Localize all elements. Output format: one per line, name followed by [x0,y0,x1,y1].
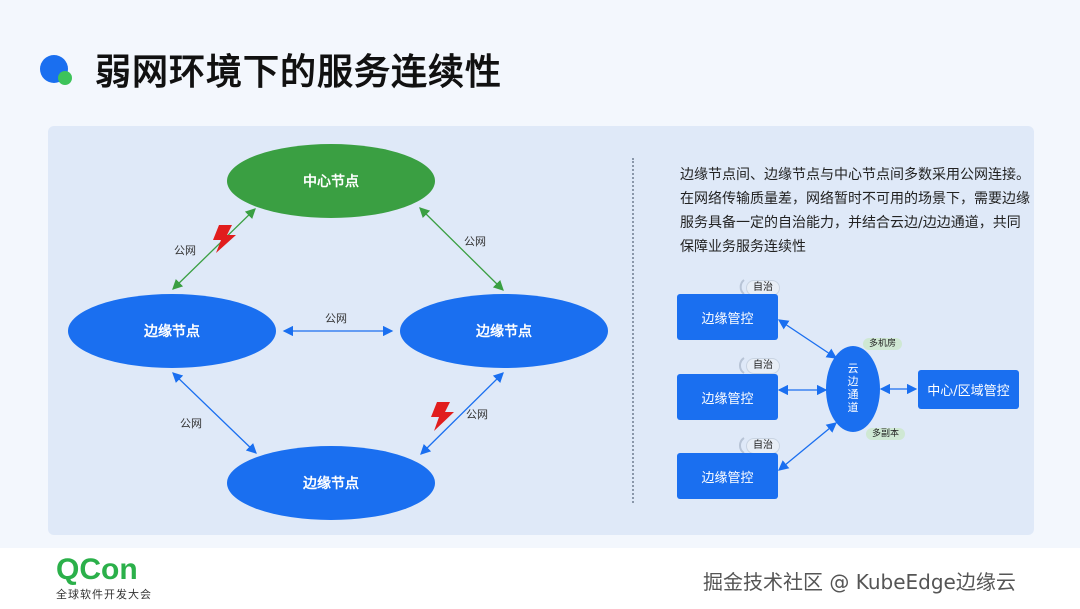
title-bullet-accent-icon [58,71,72,85]
center-node: 中心节点 [227,144,435,218]
edge-control-box-1: 边缘管控 [677,294,778,340]
center-control-box: 中心/区域管控 [918,370,1019,409]
edge-node-bottom: 边缘节点 [227,446,435,520]
autonomy-loop-icon [739,279,745,295]
edge-node-bottom-label: 边缘节点 [302,475,359,492]
edge-label-center-left: 公网 [174,244,196,257]
autonomy-loop-icon [738,437,745,454]
link-ctrl3-tunnel [777,422,838,471]
footer-bar [0,548,1080,609]
edge-control-box-2: 边缘管控 [677,374,778,420]
description-text: 边缘节点间、边缘节点与中心节点间多数采用公网连接。在网络传输质量差，网络暂时不可… [680,167,1030,255]
lightning-icon [431,402,454,431]
edge-node-right: 边缘节点 [400,294,608,368]
edge-node-right-label: 边缘节点 [475,323,532,340]
autonomy-loop-icon [738,357,745,374]
edge-control-box-3: 边缘管控 [677,453,778,499]
panel-divider [632,158,634,503]
autonomy-tag-2: 自治 [746,358,780,374]
link-center-right [419,207,504,291]
edge-label-left-bottom: 公网 [180,417,202,430]
edge-label-center-right: 公网 [464,235,486,248]
qcon-logo: QCon [56,553,138,586]
watermark-text: 掘金技术社区 @ KubeEdge边缘云 [703,570,1016,594]
link-left-bottom [172,372,257,454]
link-center-left [172,208,256,290]
qcon-logo-subtitle: 全球软件开发大会 [56,588,152,601]
link-right-bottom [420,372,504,455]
page-title: 弱网环境下的服务连续性 [95,52,503,93]
edge-label-right-bottom: 公网 [466,408,488,421]
multi-replica-pill: 多副本 [866,428,906,440]
center-node-label: 中心节点 [303,173,359,190]
edge-node-left: 边缘节点 [68,294,276,368]
link-ctrl1-tunnel [777,319,838,359]
edge-node-left-label: 边缘节点 [143,323,200,340]
autonomy-tag-3: 自治 [746,438,780,454]
lightning-icon [213,225,236,253]
cloud-edge-tunnel [826,346,880,432]
edge-label-left-right: 公网 [325,312,347,325]
multi-room-pill: 多机房 [863,338,903,350]
tunnel-label: 云边通道 [847,362,859,414]
